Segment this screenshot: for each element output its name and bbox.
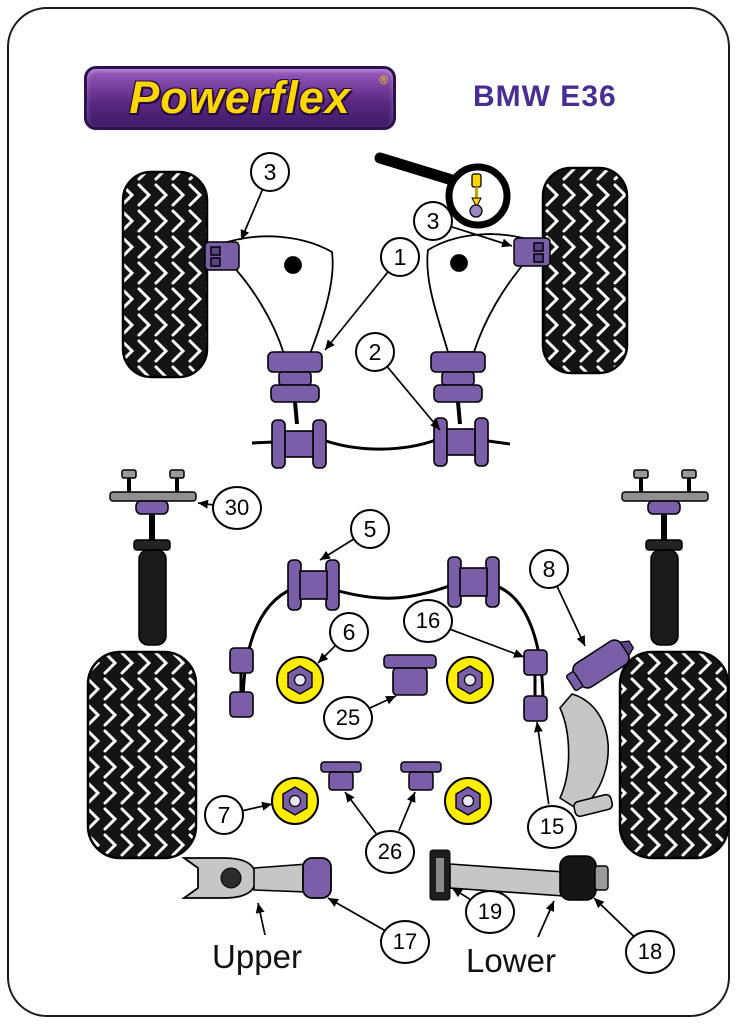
callout-arrow [449, 628, 525, 658]
lower-control-arm [429, 849, 609, 901]
callout-arrow [556, 585, 586, 647]
rear-suspension-diagram [86, 469, 730, 901]
ball-joint-left [284, 256, 302, 274]
rear-beam-mount-bushing [276, 656, 324, 704]
front-suspension-diagram [121, 152, 629, 469]
callout-arrow [593, 897, 635, 937]
rear-right-tire [618, 650, 730, 860]
rear-arb-drop-links [229, 647, 548, 722]
callout-arrow [197, 499, 215, 509]
callout-arrow [242, 801, 273, 812]
callout-arrows [197, 189, 635, 938]
page-title: BMW E36 [473, 80, 617, 113]
shock-lower-mount-bushings [320, 761, 442, 791]
upper-control-arm [181, 857, 332, 899]
callout-arrow [317, 644, 337, 664]
callout-arrow [344, 791, 377, 835]
callout-arrow [537, 900, 555, 938]
rear-arb-spool-bushings [287, 556, 500, 611]
callout-arrow [327, 897, 386, 932]
rear-left-shock [109, 469, 197, 646]
callout-arrow [450, 225, 513, 248]
rear-right-shock [621, 469, 709, 646]
ball-joint-right [450, 254, 468, 272]
callout-arrow [319, 538, 355, 561]
rear-subframe-bracket [558, 693, 614, 818]
callout-arrow [386, 366, 441, 431]
front-right-tire [541, 166, 629, 375]
rear-trailing-arm-bushing [383, 654, 437, 696]
powerflex-logo: Powerflex ® [84, 66, 396, 130]
callout-arrow [255, 902, 266, 936]
front-wishbone-arms [223, 233, 531, 355]
callout-arrow [533, 721, 550, 805]
registered-trademark-icon: ® [379, 73, 388, 87]
rear-left-tire [86, 650, 198, 860]
callout-arrow [240, 189, 264, 241]
front-inner-bushing-stacks [267, 351, 486, 425]
rear-beam-mount-bushing [444, 777, 492, 825]
front-arb-spool-bushings [271, 417, 489, 469]
front-caster-bushings [204, 237, 551, 271]
rear-beam-mount-bushing [446, 656, 494, 704]
front-left-tire [121, 170, 209, 379]
rear-beam-mount-bushing [271, 777, 319, 825]
callout-arrow [324, 271, 389, 351]
rear-subframe-bushing [565, 639, 635, 692]
callout-arrow [398, 791, 416, 832]
powerflex-logo-text: Powerflex [129, 72, 351, 123]
callout-arrow [368, 695, 397, 710]
caster-adjustment-tool-icon [374, 152, 511, 229]
front-anti-roll-bar [251, 438, 511, 451]
